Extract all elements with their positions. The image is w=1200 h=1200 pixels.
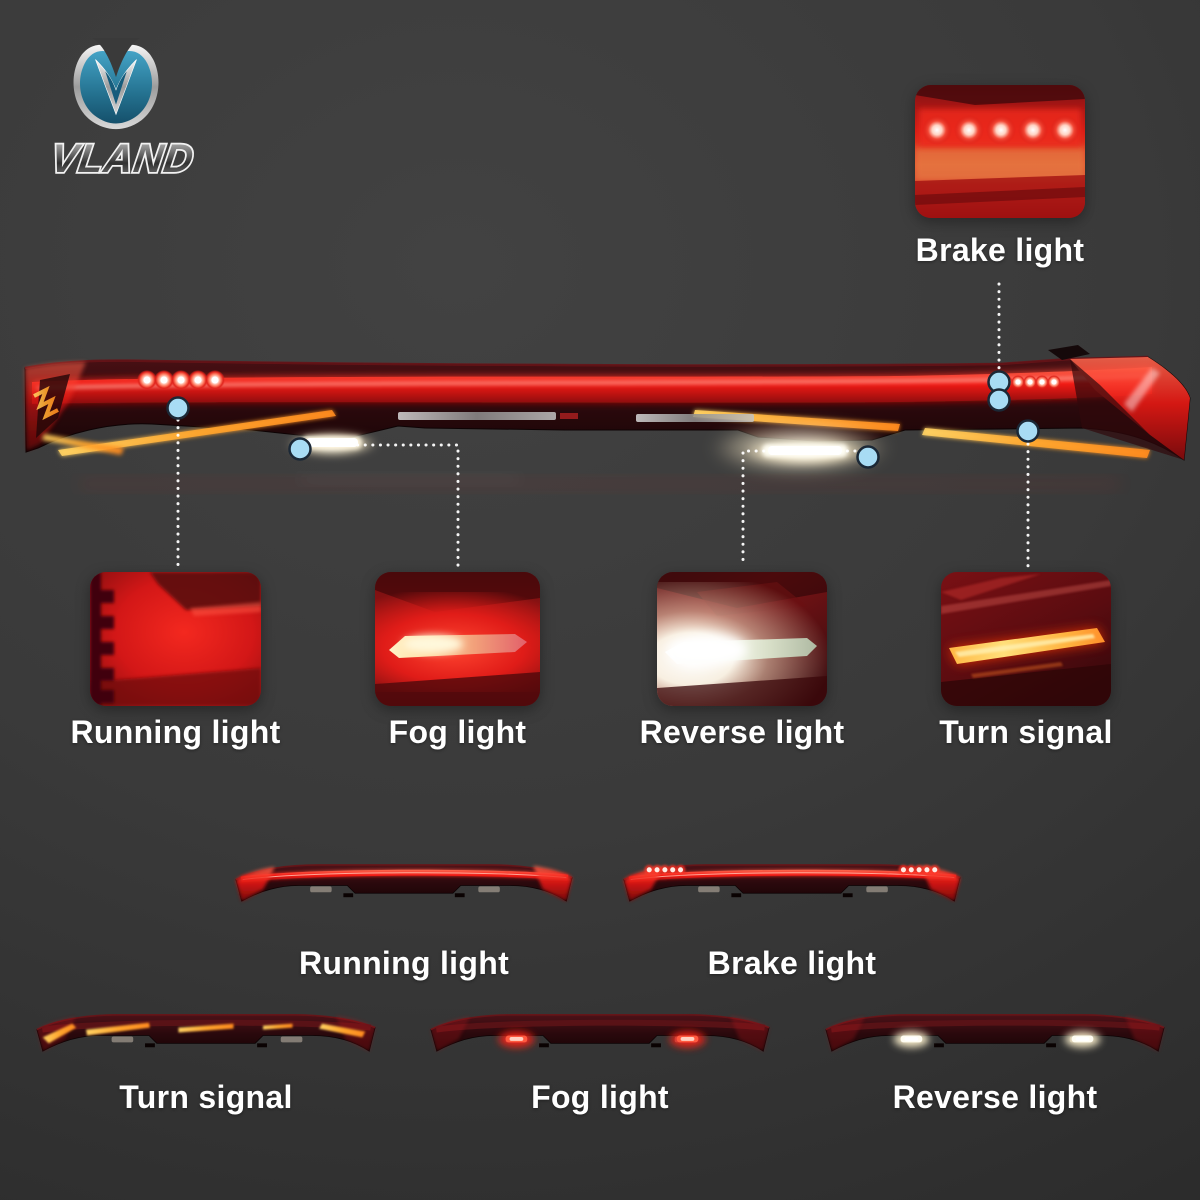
callout-card-brake: Brake light: [915, 85, 1085, 268]
turn-signal-mode-thumb: [29, 1002, 383, 1065]
gallery-item-running: Running light: [228, 852, 580, 982]
vland-logo-icon: [73, 37, 159, 130]
gallery-label-brake: Brake light: [707, 945, 877, 981]
brake-light-thumb: [915, 85, 1085, 218]
reverse-light-mode-thumb: [818, 1002, 1172, 1065]
brand-logo: VLAND: [46, 34, 238, 184]
gallery-item-reverse: Reverse light: [818, 1002, 1172, 1116]
callout-card-turn: Turn signal: [939, 572, 1112, 750]
running-light-thumb: [90, 572, 261, 706]
gallery-label-reverse: Reverse light: [892, 1079, 1098, 1115]
callout-label-fog: Fog light: [388, 714, 527, 750]
brand-name-text: VLAND: [48, 136, 197, 181]
fog-light-thumb: [375, 572, 540, 706]
gallery-label-turn: Turn signal: [119, 1079, 293, 1115]
gallery-label-fog: Fog light: [531, 1079, 669, 1115]
brake-light-mode-thumb: [616, 852, 968, 915]
gallery-item-fog: Fog light: [423, 1002, 777, 1116]
gallery-item-turn: Turn signal: [29, 1002, 383, 1116]
gallery-item-brake: Brake light: [616, 852, 968, 982]
fog-light-mode-thumb: [423, 1002, 777, 1065]
turn-signal-thumb: [941, 572, 1111, 706]
callout-label-running: Running light: [70, 714, 281, 750]
callout-card-reverse: Reverse light: [640, 572, 844, 750]
callout-label-brake: Brake light: [915, 232, 1085, 268]
callout-card-running: Running light: [70, 572, 280, 750]
gallery-label-running: Running light: [298, 945, 510, 981]
tail-light-bar-image: [24, 345, 1191, 488]
reverse-light-thumb: [657, 572, 827, 706]
running-light-mode-thumb: [228, 852, 580, 915]
callout-card-fog: Fog light: [375, 572, 540, 750]
callout-label-reverse: Reverse light: [639, 714, 845, 750]
brand-wordmark: VLAND: [46, 134, 199, 182]
callout-label-turn: Turn signal: [939, 714, 1113, 750]
